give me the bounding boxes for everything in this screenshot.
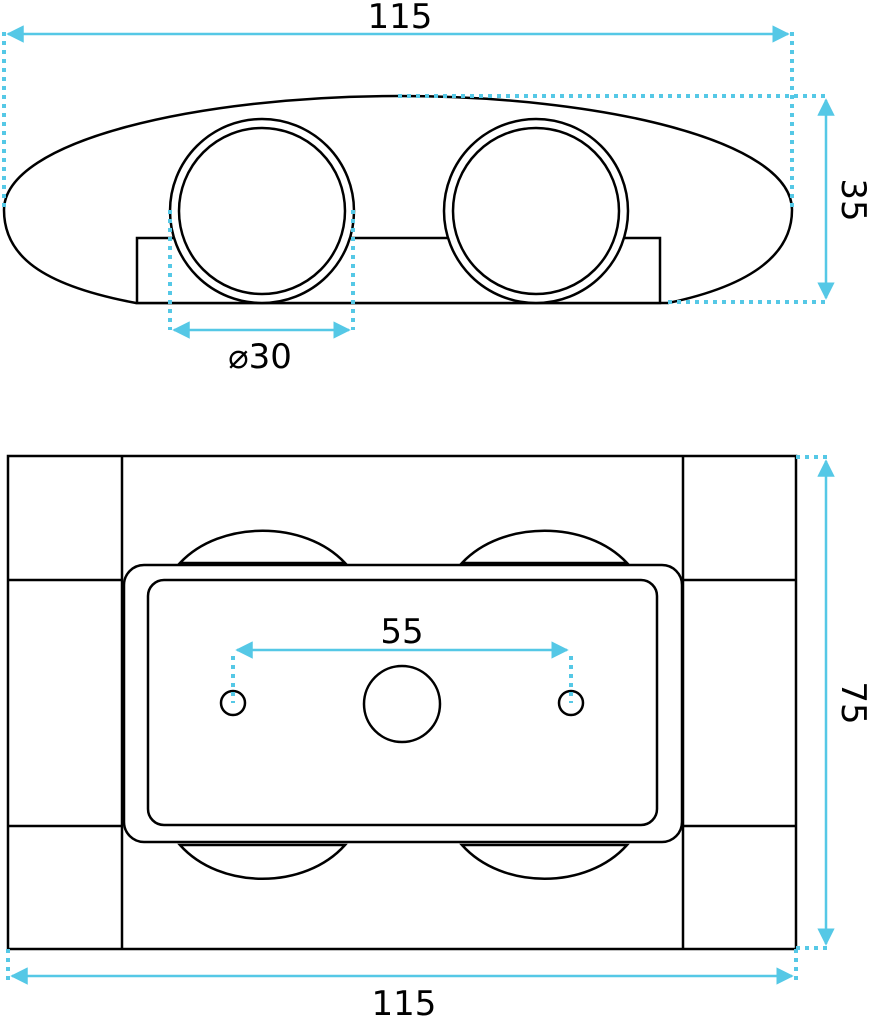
screw-hole-right [557, 689, 585, 717]
mounting-plate-inner [146, 578, 659, 827]
bottom-height-dimension: 75 [796, 455, 871, 950]
lens-outer-left [168, 117, 356, 305]
diameter-value: 30 [249, 337, 292, 377]
lens-arc-top-right [459, 529, 630, 565]
cable-hole [362, 664, 442, 744]
screw-hole-left [219, 689, 247, 717]
lens-inner-left [177, 126, 347, 296]
hole-spacing-label: 55 [380, 612, 423, 652]
hole-spacing-dimension: 55 [231, 612, 573, 703]
lens-arc-bottom-left [177, 843, 348, 880]
diameter-dimension: ⌀30 [168, 210, 355, 377]
top-height-dimension: 35 [398, 94, 871, 304]
top-width-label: 115 [368, 0, 433, 37]
top-height-label: 35 [833, 178, 871, 221]
diameter-symbol: ⌀ [228, 337, 248, 377]
lens-inner-right [451, 126, 621, 296]
lens-arc-bottom-right [459, 843, 630, 880]
top-view: 115 35 ⌀30 [2, 0, 871, 377]
lens-arc-top-left [177, 529, 348, 565]
lens-outer-right [442, 117, 630, 305]
outer-frame [6, 454, 798, 951]
bottom-width-dimension: 115 [6, 949, 798, 1020]
bottom-view: 55 75 115 [6, 454, 871, 1020]
bottom-height-label: 75 [833, 681, 871, 724]
mounting-plate-outer [122, 563, 684, 844]
bottom-width-label: 115 [372, 984, 437, 1020]
diameter-label: ⌀30 [228, 337, 292, 377]
top-width-dimension: 115 [2, 0, 794, 210]
